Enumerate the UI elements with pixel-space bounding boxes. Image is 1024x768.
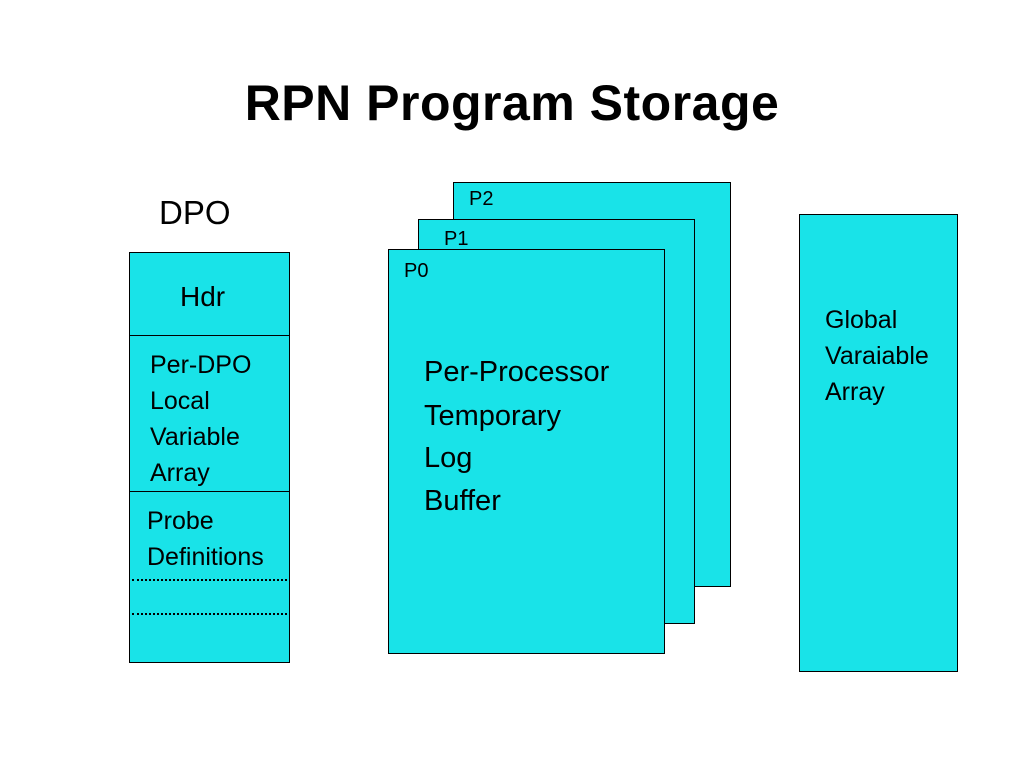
buffer-line-4: Buffer xyxy=(424,485,501,517)
global-line-3: Array xyxy=(825,378,885,406)
buffer-line-2: Temporary xyxy=(424,400,561,432)
page-label-p2: P2 xyxy=(469,188,494,210)
page-label-p1: P1 xyxy=(444,228,469,250)
buffer-line-3: Log xyxy=(424,442,473,474)
dpo-local-line-1: Per-DPO xyxy=(150,351,252,379)
dpo-local-line-4: Array xyxy=(150,459,210,487)
dpo-local-line-3: Variable xyxy=(150,423,240,451)
dpo-probe-line-2: Definitions xyxy=(147,543,264,571)
dpo-heading: DPO xyxy=(159,194,231,231)
dpo-probe-line-1: Probe xyxy=(147,507,214,535)
global-array-box: Global Varaiable Array xyxy=(799,214,958,672)
dpo-divider xyxy=(130,491,289,492)
processor-page-p0: P0 Per-Processor Temporary Log Buffer xyxy=(388,249,665,654)
dpo-box: Hdr Per-DPO Local Variable Array Probe D… xyxy=(129,252,290,663)
dpo-header-label: Hdr xyxy=(180,281,226,312)
global-line-1: Global xyxy=(825,306,898,334)
page-label-p0: P0 xyxy=(404,260,429,282)
global-line-2: Varaiable xyxy=(825,342,929,370)
dpo-dotted-divider xyxy=(132,613,287,615)
slide-title: RPN Program Storage xyxy=(244,75,780,131)
buffer-line-1: Per-Processor xyxy=(424,356,610,388)
dpo-local-line-2: Local xyxy=(150,387,210,415)
dpo-divider xyxy=(130,335,289,336)
dpo-dotted-divider xyxy=(132,579,287,581)
